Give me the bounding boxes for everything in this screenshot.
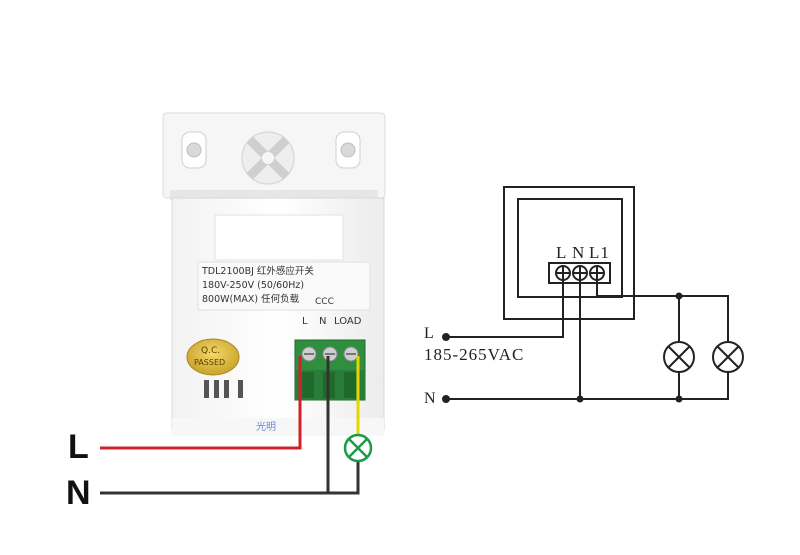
schematic-terminal-N: N (572, 243, 586, 262)
schematic (442, 186, 744, 403)
switch-outline-inner (517, 198, 623, 298)
terminal-label-N: N (319, 316, 327, 327)
switch-outline-outer (503, 186, 635, 320)
line-wire-red (100, 356, 302, 450)
schematic-terminal-L: L (556, 243, 568, 262)
schematic-terminal-L1: L1 (589, 243, 610, 262)
terminal-screws (301, 346, 359, 362)
qc-badge-text-1: Q.C. (201, 346, 221, 356)
qc-badge-text-2: PASSED (194, 358, 226, 367)
sensor-window (214, 214, 344, 261)
brand-text: 光明 (256, 422, 276, 433)
schematic-voltage-label: 185-265VAC (424, 345, 525, 364)
qc-passed-badge (186, 338, 240, 376)
lamp-symbol-left (343, 433, 373, 463)
terminal-label-L: L (302, 316, 308, 327)
center-vent (241, 131, 295, 185)
schematic-terminals (555, 265, 605, 281)
neutral-label-N: N (66, 474, 91, 512)
schematic-lamp-2 (712, 341, 744, 373)
device-power-line: 800W(MAX) 任何负载 (202, 294, 300, 305)
spec-label (197, 261, 371, 311)
screw-hole-left (181, 131, 207, 169)
sensor-switch-device (162, 112, 386, 436)
line-label-L: L (68, 428, 89, 466)
vent-slots (204, 380, 243, 398)
terminal-label-load: LOAD (334, 316, 362, 327)
schematic-load-wire (596, 280, 729, 341)
schematic-line-label: L (424, 325, 435, 342)
cap-shadow (170, 190, 378, 200)
device-model-line: TDL2100BJ 红外感应开关 (202, 266, 314, 277)
schematic-neutral-label: N (424, 390, 437, 407)
screw-hole-right (335, 131, 361, 169)
ccc-mark: CCC (315, 297, 334, 307)
schematic-lamp-1 (663, 341, 695, 373)
lamp-return-wire (328, 462, 360, 495)
schematic-line-wire (446, 280, 564, 338)
device-voltage-line: 180V-250V (50/60Hz) (202, 280, 305, 291)
left-wiring (100, 356, 373, 495)
